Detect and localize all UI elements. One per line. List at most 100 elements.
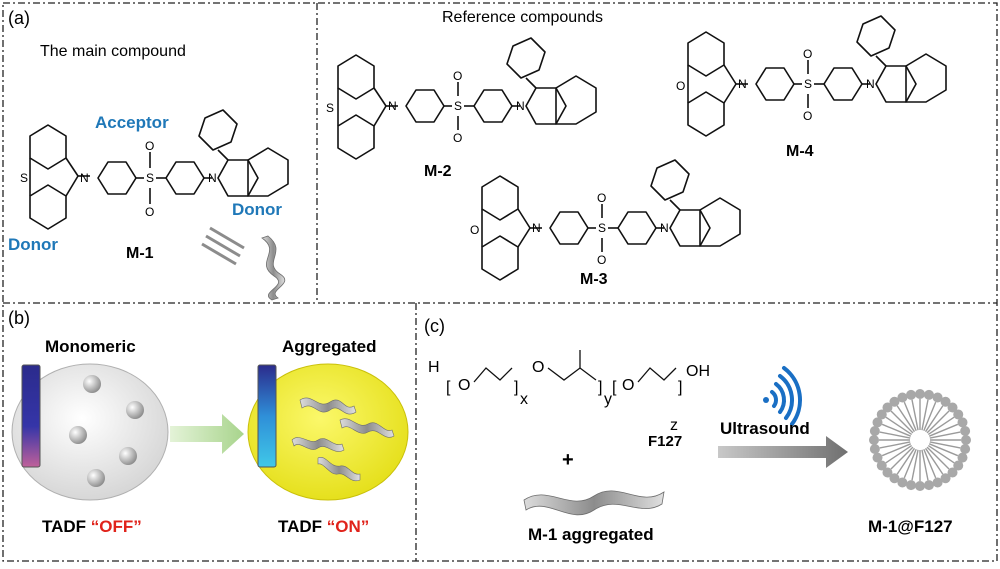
f127-bracket-2-close: ] — [598, 379, 602, 396]
micelle-head — [947, 467, 958, 478]
m4-atom-n: N — [738, 77, 747, 91]
product-label: M-1@F127 — [868, 517, 953, 536]
panel-c-label: (c) — [424, 316, 445, 336]
m4-atom-o: O — [676, 79, 685, 93]
panel-a: (a) The main compound Reference compound… — [8, 8, 947, 301]
twisted-ribbon-icon — [261, 235, 286, 301]
panel-c: (c) H [ O ] x O ] y [ O ] z OH F127 + M-… — [424, 316, 971, 544]
panel-b-label: (b) — [8, 308, 30, 328]
micelle-tail — [926, 410, 950, 434]
m1-atom-n: N — [80, 171, 89, 185]
m3-atom-o-top: O — [597, 191, 606, 205]
aggregated-solution-disc — [247, 363, 409, 501]
f127-bracket-1-close: ] — [514, 379, 518, 396]
micelle-head — [960, 443, 971, 454]
micelle-head — [960, 426, 971, 437]
f127-oh: OH — [686, 363, 710, 380]
micelle-head — [869, 443, 880, 454]
molecule-m4: O N S O O N — [676, 15, 947, 137]
vial-monomeric — [21, 364, 41, 468]
f127-label: F127 — [648, 433, 682, 450]
stack-lines-icon — [201, 226, 245, 266]
micelle-tail — [921, 449, 929, 481]
m2-atom-o-bottom: O — [453, 131, 462, 145]
micelle-head — [876, 460, 887, 471]
m1-label: M-1 — [126, 245, 154, 262]
micelle-tail — [879, 431, 911, 439]
micelle-tail — [927, 444, 955, 464]
tadf-on-caption: TADF “ON” — [278, 517, 369, 536]
micelle-tail — [896, 405, 916, 433]
micelle-head — [889, 473, 900, 484]
on-label: “ON” — [327, 517, 370, 536]
tadf-off-caption: TADF “OFF” — [42, 517, 142, 536]
micelle-head — [957, 417, 968, 428]
panel-b: (b) Monomeric Aggregated TADF “OFF” TA — [8, 308, 409, 536]
ultrasound-icon — [763, 366, 802, 426]
m3-atom-n: N — [532, 221, 541, 235]
f127-o-2: O — [532, 359, 544, 376]
micelle-tail — [911, 449, 919, 481]
molecule-m3: O N S O O N — [470, 159, 741, 281]
acceptor-label: Acceptor — [95, 113, 169, 132]
micelle-head — [897, 392, 908, 403]
micelle-head — [906, 480, 917, 491]
aggregated-title: Aggregated — [282, 337, 376, 356]
plus-sign: + — [562, 449, 574, 471]
donor-right-label: Donor — [232, 200, 282, 219]
micelle-head — [872, 452, 883, 463]
micelle-head — [869, 435, 879, 445]
micelle-tail — [923, 401, 937, 432]
micelle-tail — [890, 446, 914, 470]
micelle-tail — [881, 443, 912, 457]
micelle-head — [932, 392, 943, 403]
micelle-tail — [885, 416, 913, 436]
micelle-head — [872, 417, 883, 428]
m1-atom-o-bottom: O — [145, 205, 154, 219]
monomeric-solution-disc — [11, 363, 169, 501]
micelle-tail — [896, 447, 916, 475]
micelle-head — [957, 452, 968, 463]
m1-aggregated-ribbon — [523, 490, 665, 516]
aggregate-ribbons — [291, 397, 395, 482]
micelle-head — [889, 396, 900, 407]
micelle-tail — [885, 444, 913, 464]
m4-label: M-4 — [786, 143, 814, 160]
donor-left-label: Donor — [8, 235, 58, 254]
f127-h: H — [428, 359, 440, 376]
m1-atom-s: S — [20, 171, 28, 185]
monomer-balls — [69, 375, 144, 487]
micelle-tail — [911, 399, 919, 431]
micelle-head — [940, 396, 951, 407]
micelle-head — [953, 460, 964, 471]
micelle-head — [906, 389, 917, 400]
micelle-tail — [881, 423, 912, 437]
m2-label: M-2 — [424, 163, 452, 180]
micelle-head — [961, 435, 971, 445]
m1-aggregated-label: M-1 aggregated — [528, 525, 654, 544]
m3-label: M-3 — [580, 271, 608, 288]
micelle-tail — [903, 448, 917, 479]
f127-structure: H [ O ] x O ] y [ O ] z OH — [428, 350, 710, 434]
m1-atom-s-sulfone: S — [146, 171, 154, 185]
micelle-tail — [923, 448, 937, 479]
m3-atom-o-bottom: O — [597, 253, 606, 267]
micelle-head — [876, 409, 887, 420]
m4-atom-n-right: N — [866, 77, 875, 91]
m4-atom-o-top: O — [803, 47, 812, 61]
panel-a-label: (a) — [8, 8, 30, 28]
green-arrow-icon — [170, 414, 244, 454]
micelle-icon — [869, 389, 971, 491]
micelle-tail — [924, 447, 944, 475]
micelle-head — [932, 477, 943, 488]
micelle-tail — [890, 410, 914, 434]
micelle-tail — [921, 399, 929, 431]
micelle-tail — [929, 431, 961, 439]
ultrasound-label: Ultrasound — [720, 419, 810, 438]
off-label: “OFF” — [91, 517, 142, 536]
micelle-tail — [928, 443, 959, 457]
micelle-head — [915, 389, 925, 399]
micelle-head — [915, 481, 925, 491]
